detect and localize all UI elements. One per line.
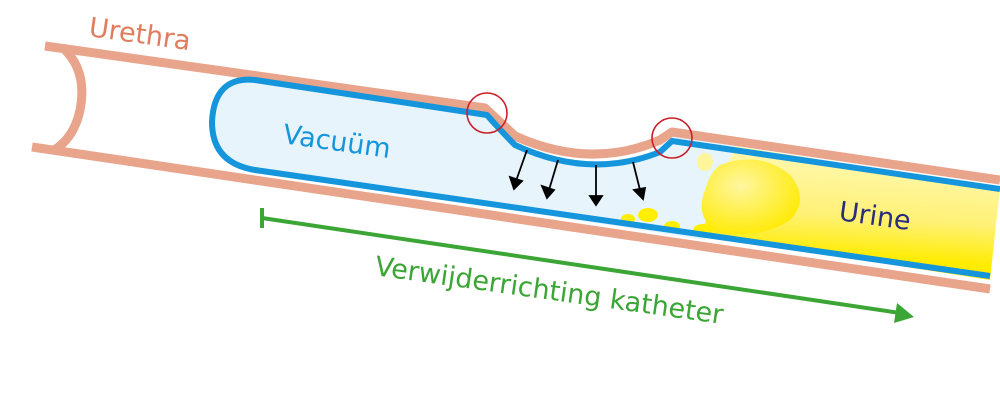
catheter-wall <box>209 76 1000 279</box>
urethra-opening <box>51 43 87 154</box>
catheter-top-wall <box>209 76 1000 279</box>
direction-arrow <box>260 208 914 323</box>
highlight-circle-right <box>651 117 693 159</box>
suction-arrow <box>540 159 559 200</box>
suction-arrow <box>508 149 528 191</box>
suction-arrow <box>588 165 604 207</box>
highlight-circle-left <box>466 92 508 134</box>
vacuum-region <box>212 79 740 241</box>
urethra-wall <box>31 41 1000 294</box>
direction-label: Verwijderrichting katheter <box>373 251 726 331</box>
urethra-bottom-wall <box>31 142 991 294</box>
suction-arrow <box>632 161 647 201</box>
suction-arrows <box>508 149 647 207</box>
urethra-top-wall <box>44 41 1000 185</box>
